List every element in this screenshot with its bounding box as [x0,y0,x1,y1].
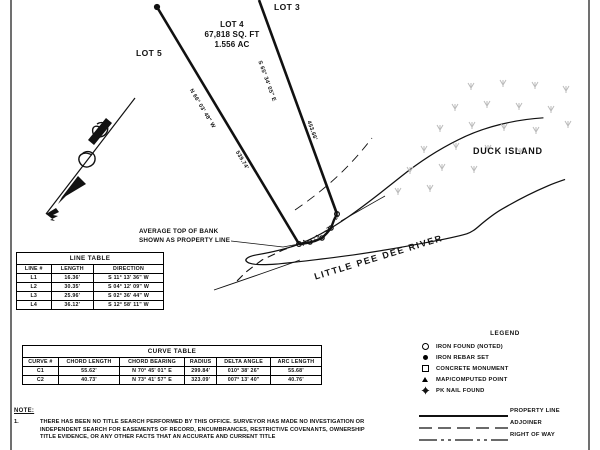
table-row: L1 16.36' S 11° 13' 36" W [16,273,164,283]
dash-dot-line-icon [414,432,506,438]
pk-nail-icon [414,386,436,395]
legend: LEGEND IRON FOUND (NOTED) IRON REBAR SET… [414,330,586,440]
line-table-cell-length: 16.36' [50,273,95,283]
curve-table-cell-chord-bearing: N 70° 45' 01" E [119,366,185,376]
legend-label-right-of-way: RIGHT OF WAY [510,431,555,438]
curve-table-cell-delta-angle: 007° 13' 40" [216,375,271,385]
legend-label-concrete-monument: CONCRETE MONUMENT [436,365,509,372]
line-table-header-direction: DIRECTION [93,264,164,274]
line-table-cell-direction: S 02° 36' 44" W [93,291,164,301]
lot-label-lot-3: LOT 3 [274,2,301,12]
annotation-top-of-bank-line2: SHOWN AS PROPERTY LINE [139,237,231,244]
curve-table-header-chord-length: CHORD LENGTH [57,357,121,367]
curve-table-cell-curve: C2 [22,375,59,385]
line-table-cell-line: L1 [16,273,52,283]
legend-item-iron-rebar-set: IRON REBAR SET [414,352,586,363]
curve-table-cell-radius: 299.84' [183,366,218,376]
legend-label-pk-nail-found: PK NAIL FOUND [436,387,485,394]
legend-item-map-computed-point: MAP/COMPUTED POINT [414,374,586,385]
line-table-cell-length: 25.96' [50,291,95,301]
curve-table-header-curve: CURVE # [22,357,59,367]
table-row: L4 36.12' S 12° 58' 11" W [16,300,164,310]
curve-table-header-chord-bearing: CHORD BEARING [119,357,185,367]
iron-rebar-set-icon-north [153,3,161,11]
line-table: LINE TABLE LINE # LENGTH DIRECTION L1 16… [16,252,164,310]
note-item: 1. THERE HAS BEEN NO TITLE SEARCH PERFOR… [14,419,374,442]
line-table-cell-length: 30.35' [50,282,95,292]
lot4-east-property-line [257,0,339,215]
legend-label-iron-rebar-set: IRON REBAR SET [436,354,490,361]
line-table-cell-line: L4 [16,300,52,310]
solid-line-icon [414,408,506,414]
line-table-title: LINE TABLE [16,252,164,265]
table-row: L3 25.96' S 02° 36' 44" W [16,291,164,301]
river-bank-south [213,259,301,291]
curve-table-cell-chord-length: 55.62' [57,366,121,376]
filled-circle-icon [414,355,436,360]
line-table-cell-line: L3 [16,291,52,301]
curve-table-title: CURVE TABLE [22,345,322,358]
curve-table-cell-arc-length: 55.68' [269,366,323,376]
line-table-cell-line: L2 [16,282,52,292]
open-square-icon [414,365,436,372]
iron-found-icon-l2 [319,235,325,241]
open-circle-icon [414,343,436,350]
iron-found-icon-east [334,211,341,218]
legend-item-property-line: PROPERTY LINE [414,405,586,416]
dashed-line-icon [414,420,506,426]
curve-table-cell-chord-length: 40.73' [57,375,121,385]
line-table-cell-direction: S 12° 58' 11" W [93,300,164,310]
river-edge-dashed [294,137,373,211]
table-row: L2 30.35' S 04° 12' 09" W [16,282,164,292]
legend-label-iron-found: IRON FOUND (NOTED) [436,343,503,350]
note-number: 1. [14,419,19,425]
curve-table-header-delta-angle: DELTA ANGLE [216,357,271,367]
lot4-west-property-line [155,6,301,245]
curve-table-cell-arc-length: 40.76' [269,375,323,385]
curve-table-cell-delta-angle: 010° 38' 26" [216,366,271,376]
curve-table: CURVE TABLE CURVE # CHORD LENGTH CHORD B… [22,345,323,385]
curve-table-header-arc-length: ARC LENGTH [269,357,323,367]
legend-line-samples [419,415,508,441]
legend-label-property-line: PROPERTY LINE [510,407,560,414]
iron-found-icon-l4 [296,241,303,248]
legend-item-pk-nail-found: PK NAIL FOUND [414,385,586,396]
line-table-cell-direction: S 04° 12' 09" W [93,282,164,292]
lot4-label: LOT 4 [220,20,244,29]
curve-table-header-radius: RADIUS [183,357,218,367]
legend-item-right-of-way: RIGHT OF WAY [414,429,586,440]
curve-table-cell-radius: 323.09' [183,375,218,385]
notes-block: NOTE: 1. THERE HAS BEEN NO TITLE SEARCH … [14,408,374,442]
table-row: C2 40.73' N 73° 41' 57" E 323.09' 007° 1… [22,375,323,385]
north-arrow-icon [45,97,136,221]
line-table-header-length: LENGTH [50,264,95,274]
iron-found-icon-l1 [328,225,334,231]
notes-heading: NOTE: [14,408,35,414]
legend-item-adjoiner: ADJOINER [414,417,586,428]
annotation-leader-line [230,240,300,248]
legend-item-concrete-monument: CONCRETE MONUMENT [414,363,586,374]
bank-line-extension [235,243,300,283]
marsh-symbols [394,79,572,195]
duck-island-outline [245,117,566,266]
lot4-area-acres: 1.556 AC [214,40,250,49]
annotation-top-of-bank-line1: AVERAGE TOP OF BANK [139,228,219,235]
lot4-area-sqft: 67,818 SQ. FT [204,30,260,39]
curve-table-cell-chord-bearing: N 73° 41' 57" E [119,375,185,385]
feature-label-duck-island: DUCK ISLAND [473,146,543,156]
legend-title: LEGEND [490,330,520,337]
note-text: THERE HAS BEEN NO TITLE SEARCH PERFORMED… [40,419,365,441]
line-table-header-line: LINE # [16,264,52,274]
line-table-cell-direction: S 11° 13' 36" W [93,273,164,283]
table-row: C1 55.62' N 70° 45' 01" E 299.84' 010° 3… [22,366,323,376]
legend-item-iron-found: IRON FOUND (NOTED) [414,341,586,352]
triangle-icon [414,377,436,382]
curve-table-cell-curve: C1 [22,366,59,376]
legend-label-map-computed-point: MAP/COMPUTED POINT [436,376,508,383]
line-table-cell-length: 36.12' [50,300,95,310]
legend-label-adjoiner: ADJOINER [510,419,542,426]
lot-label-lot-5: LOT 5 [136,48,163,58]
